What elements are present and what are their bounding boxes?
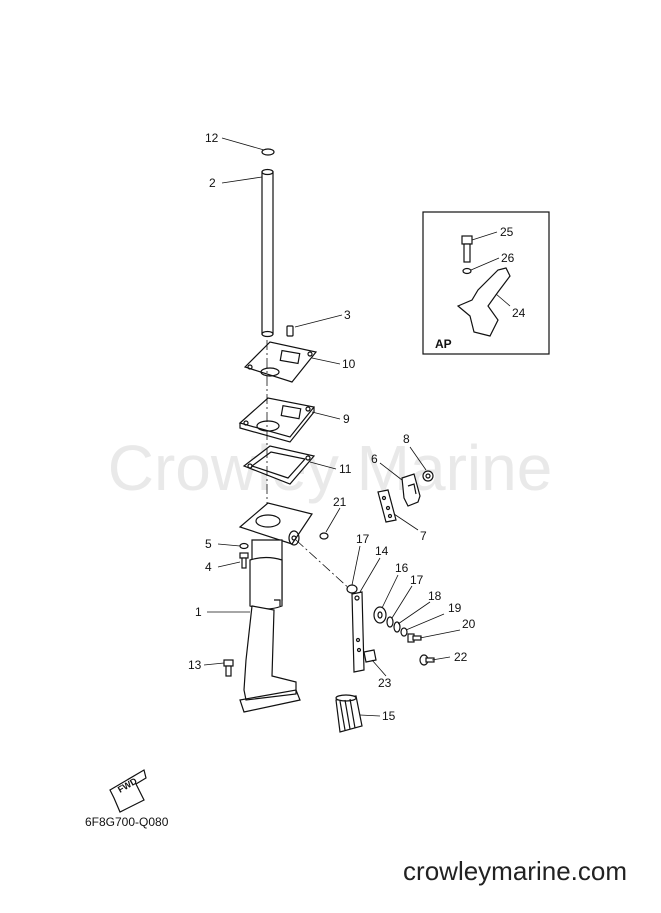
callout-11: 11 — [339, 462, 352, 476]
part-21-grommet — [319, 532, 329, 540]
part-1-bracket — [238, 502, 313, 713]
part-2-tube — [261, 168, 274, 338]
inset-label: AP — [435, 337, 452, 351]
callout-4: 4 — [205, 560, 212, 574]
callout-10: 10 — [342, 357, 356, 371]
leader-lines — [203, 137, 511, 717]
part-17-washer-left — [346, 584, 358, 594]
callout-19: 19 — [448, 601, 462, 615]
part-12-oring — [261, 148, 275, 156]
callout-3: 3 — [344, 308, 351, 322]
part-16-collar — [373, 606, 387, 624]
callout-6: 6 — [371, 452, 378, 466]
part-6-clamp — [401, 473, 421, 507]
part-15-grip — [335, 694, 363, 733]
part-4-bolt — [239, 552, 249, 569]
diagram-code: 6F8G700-Q080 — [85, 815, 169, 829]
callout-2: 2 — [209, 176, 216, 190]
callout-22: 22 — [454, 650, 468, 664]
part-26-washer — [462, 267, 472, 275]
part-18-spring — [393, 621, 401, 633]
part-10-gasket — [243, 341, 318, 383]
footer-url[interactable]: crowleymarine.com — [403, 856, 627, 886]
inset-box-ap: AP — [422, 211, 550, 355]
callout-21: 21 — [333, 495, 347, 509]
callout-23: 23 — [378, 676, 392, 690]
callout-15: 15 — [382, 709, 396, 723]
callout-numbers: 12 2 3 10 9 11 21 5 4 1 13 6 8 7 17 14 1… — [188, 131, 526, 723]
callout-16: 16 — [395, 561, 409, 575]
part-25-bolt — [461, 235, 473, 263]
part-23-clip — [363, 649, 377, 663]
callout-1: 1 — [195, 605, 202, 619]
callout-18: 18 — [428, 589, 442, 603]
callout-17-top: 17 — [356, 532, 370, 546]
callout-5: 5 — [205, 537, 212, 551]
callout-20: 20 — [462, 617, 476, 631]
part-17-washer-right — [386, 616, 394, 628]
fwd-arrow: FWD — [109, 769, 147, 813]
callout-8: 8 — [403, 432, 410, 446]
part-19-washer — [400, 627, 408, 637]
part-11-gasket — [242, 445, 316, 485]
callout-7: 7 — [420, 529, 427, 543]
part-7-plate — [377, 489, 397, 523]
part-24-bracket — [456, 267, 511, 337]
callout-24: 24 — [512, 306, 526, 320]
linkage-line — [295, 539, 353, 592]
callout-9: 9 — [343, 412, 350, 426]
part-3-dowel — [286, 325, 294, 337]
callout-14: 14 — [375, 544, 389, 558]
part-5-washer — [239, 542, 249, 550]
callout-13: 13 — [188, 658, 202, 672]
callout-26: 26 — [501, 251, 515, 265]
callout-25: 25 — [500, 225, 514, 239]
part-20-bolt — [407, 633, 422, 643]
part-9-plate — [238, 397, 316, 443]
watermark-text: Crowley Marine — [108, 432, 553, 504]
part-22-bolt — [419, 654, 435, 666]
callout-12: 12 — [205, 131, 219, 145]
callout-17-right: 17 — [410, 573, 424, 587]
part-8-nut — [422, 470, 434, 482]
part-13-bolt — [223, 659, 234, 677]
part-14-lever — [351, 591, 365, 673]
